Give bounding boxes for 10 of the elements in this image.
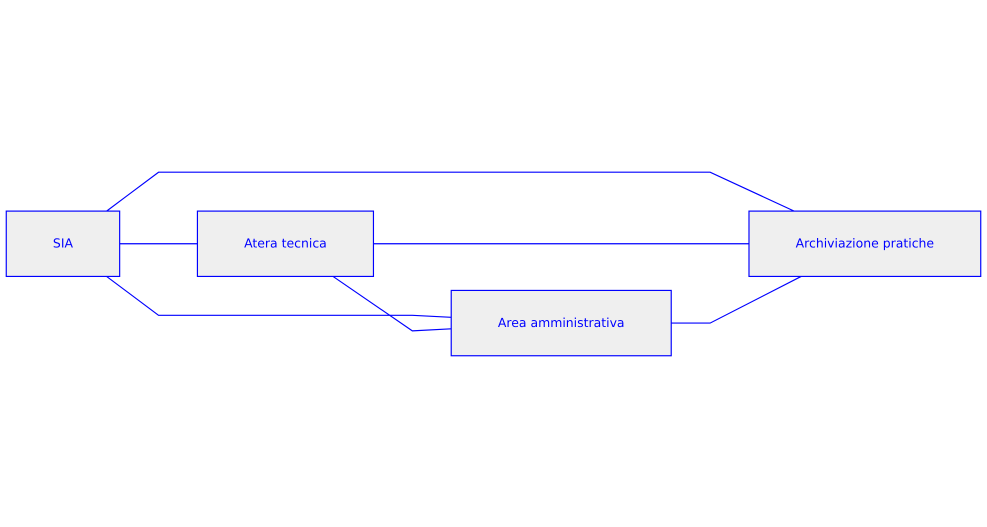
node-box: Area amministrativa — [450, 289, 672, 356]
connector — [106, 171, 794, 212]
connector — [373, 242, 749, 244]
connector — [671, 275, 802, 324]
node-box: Atera tecnica — [196, 210, 374, 277]
connector — [120, 242, 198, 244]
connector — [332, 275, 452, 331]
connector — [106, 275, 452, 318]
node-box: Archiviazione pratiche — [748, 210, 982, 277]
node-box: SIA — [6, 210, 120, 277]
